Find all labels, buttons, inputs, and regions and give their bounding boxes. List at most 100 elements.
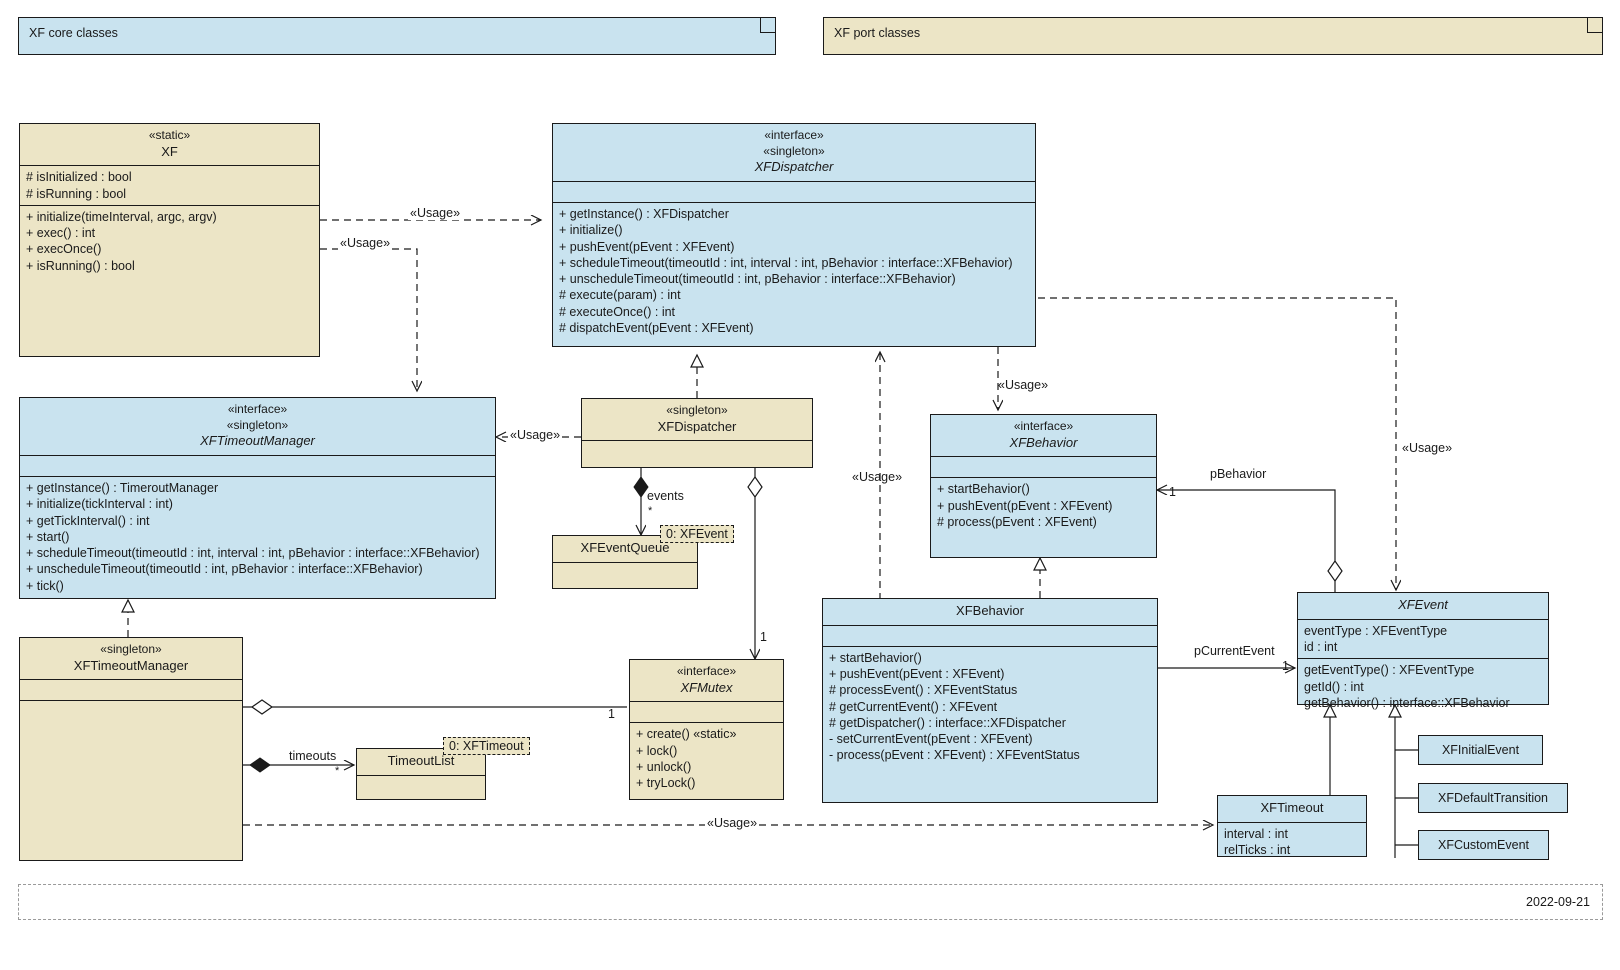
edge-label-usage-dispatcher-event: «Usage» bbox=[1400, 441, 1454, 455]
class-xftimeoutmanager-interface-name: XFTimeoutManager bbox=[200, 433, 315, 449]
class-xfinitialevent[interactable]: XFInitialEvent bbox=[1418, 735, 1543, 765]
class-xfeventqueue-name: XFEventQueue bbox=[580, 540, 670, 555]
edge-label-mutex-multiplicity-left: 1 bbox=[606, 707, 617, 721]
class-timeoutlist-header: TimeoutList bbox=[357, 749, 485, 776]
usage-text: «Usage» bbox=[707, 816, 758, 830]
class-xfdispatcher-interface-header: «interface» «singleton» XFDispatcher bbox=[553, 124, 1035, 183]
attribute-row: interval : int bbox=[1224, 826, 1288, 841]
operation-row: - setCurrentEvent(pEvent : XFEvent) bbox=[829, 732, 1033, 747]
qualifier-timeout: 0: XFTimeout bbox=[443, 737, 530, 755]
operation-row: + scheduleTimeout(timeoutId : int, inter… bbox=[559, 255, 1013, 270]
operation-row: + pushEvent(pEvent : XFEvent) bbox=[559, 239, 735, 254]
class-xftimeoutmanager-impl-name: XFTimeoutManager bbox=[73, 657, 189, 673]
attribute-row: relTicks : int bbox=[1224, 843, 1291, 858]
legend-port-label: XF port classes bbox=[834, 26, 921, 40]
edge-label-pbehavior-multiplicity: 1 bbox=[1167, 485, 1178, 499]
class-xf-header: «static» XF bbox=[20, 124, 319, 167]
class-xftimeout-attributes: interval : int relTicks : int bbox=[1218, 823, 1366, 862]
edge-label-timeouts-multiplicity: * bbox=[333, 765, 341, 777]
note-fold-icon bbox=[1587, 18, 1602, 33]
class-xfdispatcher-impl[interactable]: «singleton» XFDispatcher bbox=[581, 398, 813, 468]
class-xfbehavior-interface-operations: + startBehavior() + pushEvent(pEvent : X… bbox=[931, 478, 1156, 534]
operation-row: + unscheduleTimeout(timeoutId : int, pBe… bbox=[559, 272, 956, 287]
class-xftimeoutmanager-impl-operations bbox=[20, 701, 242, 722]
class-xfdefaulttransition[interactable]: XFDefaultTransition bbox=[1418, 783, 1568, 813]
operation-row: + execOnce() bbox=[26, 242, 102, 257]
qualifier-event: 0: XFEvent bbox=[660, 525, 734, 543]
class-xfmutex-operations: + create() «static» + lock() + unlock() … bbox=[630, 723, 783, 795]
edge-label-usage-dispatcher-timeoutmanager: «Usage» bbox=[508, 428, 563, 442]
pcurrentevent-text: pCurrentEvent bbox=[1194, 644, 1275, 658]
operation-row: # getCurrentEvent() : XFEvent bbox=[829, 699, 998, 714]
operation-row: + tryLock() bbox=[636, 776, 696, 791]
class-xfmutex[interactable]: «interface» XFMutex + create() «static» … bbox=[629, 659, 784, 800]
edge-label-usage-xf-timeoutmanager: «Usage» bbox=[338, 236, 393, 250]
class-xfdispatcher-interface[interactable]: «interface» «singleton» XFDispatcher + g… bbox=[552, 123, 1036, 347]
operation-row: + startBehavior() bbox=[937, 482, 1030, 497]
class-xfeventqueue-body bbox=[553, 563, 697, 584]
attribute-row: eventType : XFEventType bbox=[1304, 623, 1448, 638]
class-xfevent[interactable]: XFEvent eventType : XFEventType id : int… bbox=[1297, 592, 1549, 710]
class-xftimeout[interactable]: XFTimeout interval : int relTicks : int bbox=[1217, 795, 1367, 857]
class-xftimeoutmanager-impl-attributes bbox=[20, 680, 242, 702]
class-xf-operations: + initialize(timeInterval, argc, argv) +… bbox=[20, 206, 319, 278]
class-xfbehavior-impl-name: XFBehavior bbox=[956, 603, 1024, 618]
edge-label-pbehavior: pBehavior bbox=[1208, 467, 1268, 481]
edge-label-mutex-multiplicity-top: 1 bbox=[758, 630, 769, 644]
stereotype-interface: «interface» bbox=[764, 128, 824, 142]
class-xfbehavior-interface[interactable]: «interface» XFBehavior + startBehavior()… bbox=[930, 414, 1157, 558]
operation-row: getBehavior() : interface::XFBehavior bbox=[1304, 695, 1510, 710]
stereotype-singleton: «singleton» bbox=[100, 642, 162, 656]
stereotype-singleton: «singleton» bbox=[666, 403, 728, 417]
operation-row: # execute(param) : int bbox=[559, 288, 681, 303]
multiplicity-text: 1 bbox=[608, 707, 615, 721]
class-xfeventqueue[interactable]: XFEventQueue bbox=[552, 535, 698, 589]
class-xfdispatcher-impl-body bbox=[582, 441, 812, 462]
operation-row: getId() : int bbox=[1304, 679, 1364, 694]
class-xftimeout-name: XFTimeout bbox=[1260, 800, 1324, 815]
class-xf-attributes: # isInitialized : bool # isRunning : boo… bbox=[20, 166, 319, 206]
usage-text: «Usage» bbox=[340, 236, 391, 250]
class-xfevent-name: XFEvent bbox=[1398, 597, 1448, 612]
operation-row: + tick() bbox=[26, 578, 64, 593]
usage-text: «Usage» bbox=[1402, 441, 1453, 455]
class-xftimeoutmanager-impl[interactable]: «singleton» XFTimeoutManager bbox=[19, 637, 243, 861]
class-xfdispatcher-interface-name: XFDispatcher bbox=[754, 159, 834, 175]
multiplicity-text: 1 bbox=[1282, 659, 1289, 673]
usage-text: «Usage» bbox=[998, 378, 1049, 392]
timeouts-text: timeouts bbox=[289, 749, 337, 763]
class-xfbehavior-impl-operations: + startBehavior() + pushEvent(pEvent : X… bbox=[823, 647, 1157, 768]
class-xfdispatcher-interface-attributes bbox=[553, 182, 1035, 204]
operation-row: + unscheduleTimeout(timeoutId : int, pBe… bbox=[26, 562, 423, 577]
class-xfbehavior-impl-attributes bbox=[823, 626, 1157, 647]
class-xfmutex-attributes bbox=[630, 702, 783, 724]
class-xfdispatcher-impl-name: XFDispatcher bbox=[657, 418, 737, 434]
class-xfeventqueue-header: XFEventQueue bbox=[553, 536, 697, 563]
operation-row: + getTickInterval() : int bbox=[26, 513, 150, 528]
class-xftimeoutmanager-interface-attributes bbox=[20, 456, 495, 478]
class-xf-stereotype: «static» bbox=[148, 128, 191, 142]
diagram-footer: 2022-09-21 bbox=[18, 884, 1603, 920]
edge-label-pcurrentevent-multiplicity: 1 bbox=[1280, 659, 1291, 673]
class-xf[interactable]: «static» XF # isInitialized : bool # isR… bbox=[19, 123, 320, 357]
usage-text: «Usage» bbox=[510, 428, 561, 442]
class-xftimeoutmanager-impl-header: «singleton» XFTimeoutManager bbox=[20, 638, 242, 681]
class-timeoutlist[interactable]: TimeoutList bbox=[356, 748, 486, 800]
class-xfdispatcher-impl-header: «singleton» XFDispatcher bbox=[582, 399, 812, 442]
class-xfcustomevent[interactable]: XFCustomEvent bbox=[1418, 830, 1549, 860]
operation-row: + lock() bbox=[636, 743, 678, 758]
attribute-row: id : int bbox=[1304, 640, 1338, 655]
footer-date: 2022-09-21 bbox=[1526, 895, 1590, 909]
pbehavior-text: pBehavior bbox=[1210, 467, 1267, 481]
class-xfdefaulttransition-name: XFDefaultTransition bbox=[1438, 791, 1548, 805]
operation-row: + getInstance() : TimeroutManager bbox=[26, 481, 219, 496]
edge-label-events: events bbox=[645, 489, 686, 503]
operation-row: + initialize(tickInterval : int) bbox=[26, 497, 173, 512]
class-xftimeoutmanager-interface[interactable]: «interface» «singleton» XFTimeoutManager… bbox=[19, 397, 496, 599]
operation-row: + isRunning() : bool bbox=[26, 258, 135, 273]
class-xfbehavior-impl[interactable]: XFBehavior + startBehavior() + pushEvent… bbox=[822, 598, 1158, 803]
operation-row: # dispatchEvent(pEvent : XFEvent) bbox=[559, 320, 754, 335]
edge-label-usage-timeoutmanager-timeout: «Usage» bbox=[705, 816, 760, 830]
operation-row: + create() «static» bbox=[636, 727, 737, 742]
